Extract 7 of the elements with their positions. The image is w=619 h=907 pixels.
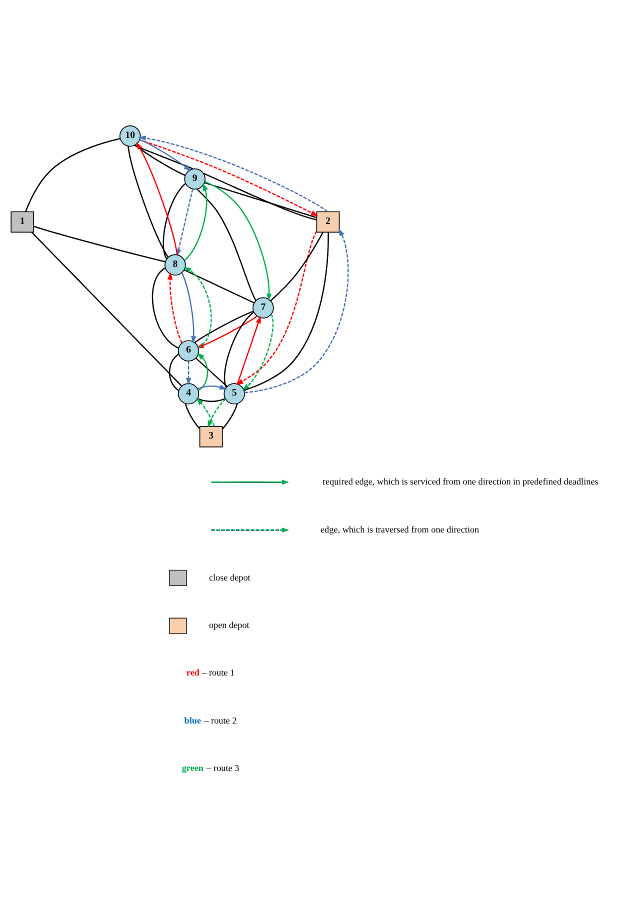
legend-label: red – route 1 xyxy=(186,666,235,677)
legend-label: close depot xyxy=(208,572,250,582)
legend-label: blue – route 2 xyxy=(184,714,237,725)
legend-label: edge, which is traversed from one direction xyxy=(320,524,480,534)
legend-label: required edge, which is serviced from one direction in predefined deadlines xyxy=(322,476,598,486)
legend-label: open depot xyxy=(208,620,250,630)
legend-label: green – route 3 xyxy=(182,762,240,773)
